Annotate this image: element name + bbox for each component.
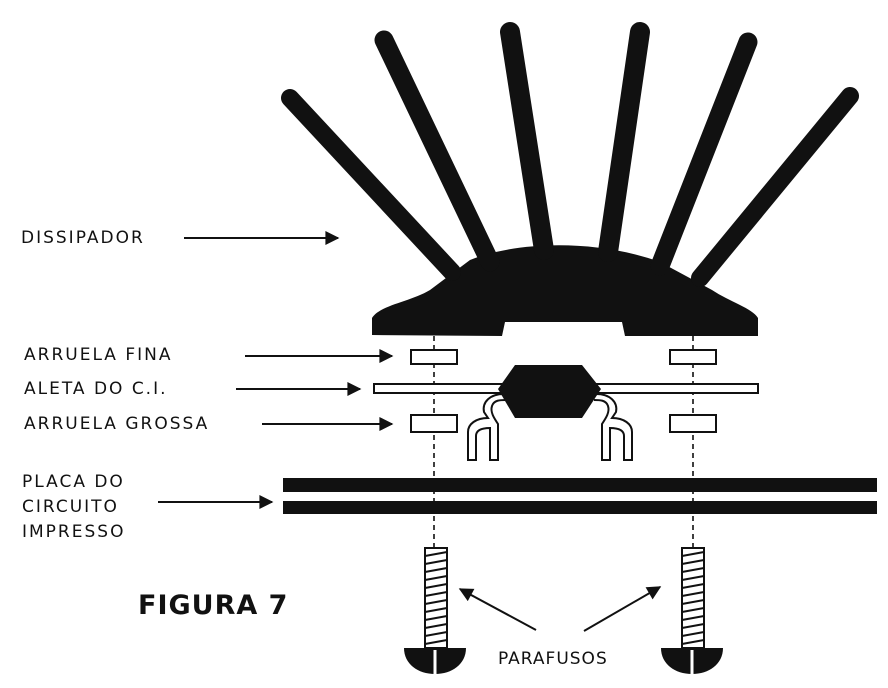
thick-washer-left xyxy=(410,414,458,433)
screw-right xyxy=(661,547,723,674)
label-arruela-grossa: ARRUELA GROSSA xyxy=(24,414,210,434)
ic-body xyxy=(498,365,601,418)
thin-washers xyxy=(410,349,717,365)
heatsink-fin xyxy=(281,89,461,281)
arrow-parafuso-left xyxy=(458,588,537,631)
heatsink-fin xyxy=(691,87,859,287)
heatsink-fin xyxy=(500,22,554,260)
label-placa-line: CIRCUITO xyxy=(22,497,119,517)
heatsink xyxy=(281,22,859,336)
pcb xyxy=(283,478,877,514)
figure-caption: FIGURA 7 xyxy=(138,590,289,621)
pcb-layer-bottom xyxy=(283,501,877,514)
thick-washer-right xyxy=(669,414,717,433)
label-arruela-fina: ARRUELA FINA xyxy=(24,345,173,365)
heatsink-fin xyxy=(598,22,650,262)
ic-leads xyxy=(467,393,633,461)
label-placa-line: PLACA DO xyxy=(22,472,125,492)
pcb-layer-top xyxy=(283,478,877,492)
ic-lead-left xyxy=(467,393,507,461)
ic-lead-right xyxy=(593,393,633,461)
heatsink-fin xyxy=(374,30,500,272)
thin-washer-left xyxy=(410,349,458,365)
label-parafusos: PARAFUSOS xyxy=(498,649,608,669)
label-aleta: ALETA DO C.I. xyxy=(24,379,168,399)
callout-arrows xyxy=(158,231,662,632)
label-placa: PLACA DO CIRCUITO IMPRESSO xyxy=(22,470,125,545)
thin-washer-right xyxy=(669,349,717,365)
thick-washers xyxy=(410,414,717,433)
screw-left xyxy=(404,547,466,674)
arrow-parafuso-right xyxy=(583,586,662,632)
label-placa-line: IMPRESSO xyxy=(22,522,126,542)
label-dissipador: DISSIPADOR xyxy=(21,228,145,248)
heatsink-fin xyxy=(650,32,758,276)
